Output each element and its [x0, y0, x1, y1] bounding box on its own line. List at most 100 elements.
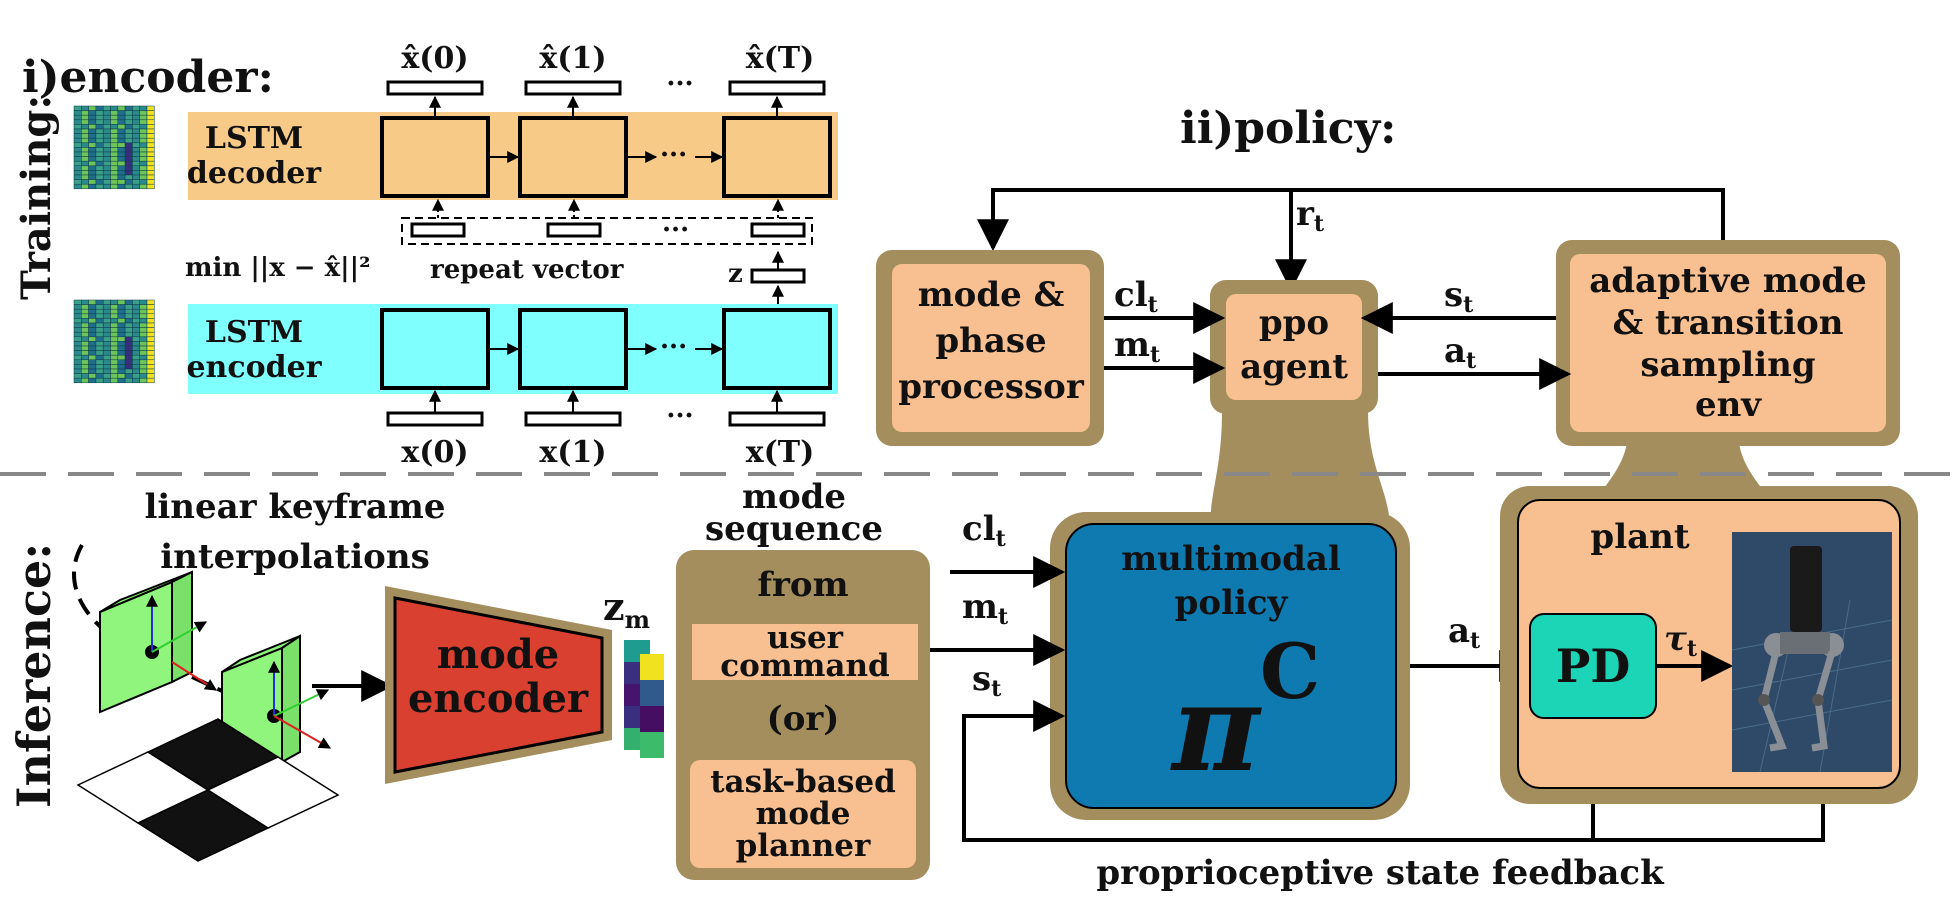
heatmap-cell: [146, 147, 155, 153]
heatmap-cell: [124, 345, 133, 351]
env-label-4: env: [1695, 385, 1762, 425]
mode-encoder-label-1: mode: [437, 631, 559, 678]
heatmap-cell: [124, 341, 133, 347]
task-planner-box: [690, 760, 916, 868]
input-ellipsis: ···: [666, 401, 693, 431]
heatmap-cell: [117, 183, 126, 190]
keyframes-label-2: interpolations: [160, 537, 429, 577]
heatmap-cell: [132, 313, 140, 319]
heatmap-cell: [124, 124, 133, 130]
heatmap-cell: [81, 304, 89, 310]
heatmap-cell: [139, 327, 148, 333]
latent-z-vector: [750, 268, 806, 284]
zm-label: zm: [603, 584, 650, 634]
heatmap-cell: [146, 373, 155, 379]
latent-z-label: z: [728, 259, 743, 289]
heatmap-cell: [117, 327, 126, 333]
heatmap-cell: [139, 179, 148, 185]
heatmap-cell: [95, 165, 104, 171]
heatmap-cell: [110, 124, 119, 130]
heatmap-cell: [139, 105, 148, 111]
keyframes-label-1: linear keyframe: [144, 487, 445, 527]
heatmap-cell: [110, 373, 119, 379]
heatmap-cell: [110, 345, 119, 351]
heatmap-cell: [146, 128, 155, 134]
heatmap-cell: [110, 327, 119, 333]
decoder-cell-T: [722, 116, 832, 198]
heatmap-cell: [102, 350, 111, 356]
heatmap-cell: [139, 345, 148, 351]
heatmap-cell: [139, 142, 148, 148]
heatmap-cell: [139, 170, 148, 176]
heatmap-cell: [146, 183, 155, 190]
heatmap-cell: [146, 114, 155, 121]
heatmap-cell: [88, 345, 97, 351]
heatmap-cell: [132, 377, 140, 384]
heatmap-cell: [124, 105, 133, 111]
heatmap-cell: [73, 341, 82, 347]
heatmap-cell: [146, 327, 155, 333]
heatmap-cell: [139, 119, 148, 125]
heatmap-cell: [110, 304, 119, 310]
heatmap-cell: [110, 165, 119, 171]
heatmap-cell: [132, 331, 140, 338]
heatmap-cell: [110, 313, 119, 319]
heatmap-cell: [81, 183, 89, 190]
heatmap-cell: [146, 133, 155, 139]
output-label-T: x̂(T): [746, 41, 815, 76]
heatmap-cell: [124, 170, 133, 176]
heatmap-cell: [117, 119, 126, 125]
heatmap-cell: [88, 114, 97, 121]
heatmap-cell: [95, 304, 104, 310]
heatmap-cell: [117, 124, 126, 130]
lstm-encoder-label-1: LSTM: [205, 315, 303, 350]
heatmap-cell: [132, 133, 140, 139]
input-label-1: x(1): [539, 435, 606, 470]
heatmap-cell: [81, 377, 89, 384]
heatmap-cell: [117, 105, 126, 111]
heatmap-cell: [88, 110, 97, 116]
heatmap-cell: [146, 179, 155, 185]
heatmap-cell: [132, 345, 140, 351]
heatmap-cell: [132, 322, 140, 328]
heatmap-cell: [124, 299, 133, 305]
heatmap-cell: [146, 124, 155, 130]
heatmap-cell: [73, 170, 82, 176]
heatmap-cell: [102, 341, 111, 347]
heatmap-cell: [73, 147, 82, 153]
heatmap-cell: [95, 170, 104, 176]
input-label-0: x(0): [401, 435, 468, 470]
heatmap-cell: [146, 299, 155, 305]
heatmap-cell: [88, 299, 97, 305]
heatmap-cell: [95, 142, 104, 148]
heatmap-cell: [81, 170, 89, 176]
repeat-ellipsis: ···: [662, 215, 689, 245]
heatmap-cell: [73, 364, 82, 370]
heatmap-cell: [95, 299, 104, 305]
heatmap-cell: [132, 368, 140, 374]
heatmap-cell: [102, 183, 111, 190]
heatmap-cell: [132, 165, 140, 171]
heatmap-cell: [88, 350, 97, 356]
env-label-1: adaptive mode: [1589, 261, 1867, 301]
heatmap-cell: [102, 114, 111, 121]
repeat-copy-1: [546, 222, 602, 238]
heatmap-cell: [117, 308, 126, 315]
robot-simulation-view: [1731, 532, 1893, 773]
heatmap-cell: [73, 174, 82, 180]
heatmap-cell: [102, 151, 111, 157]
heatmap-cell: [95, 110, 104, 116]
heatmap-cell: [146, 368, 155, 374]
heatmap-cell: [73, 142, 82, 148]
heatmap-cell: [73, 368, 82, 374]
heatmap-cell: [73, 327, 82, 333]
heatmap-cell: [95, 128, 104, 134]
heatmap-cell: [102, 174, 111, 180]
heatmap-cell: [102, 137, 111, 144]
heatmap-cell: [81, 327, 89, 333]
heatmap-cell: [73, 377, 82, 384]
torque-label: τt: [1664, 619, 1698, 662]
heatmap-cell: [73, 336, 82, 342]
heatmap-cell: [117, 114, 126, 121]
heatmap-cell: [73, 151, 82, 157]
